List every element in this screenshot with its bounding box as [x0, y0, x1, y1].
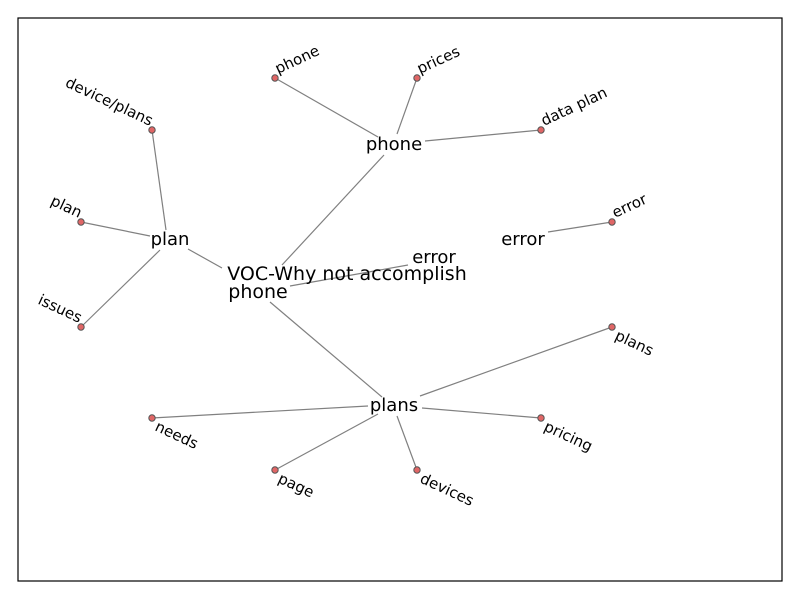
- edge-root-plans: [269, 301, 383, 398]
- edge-phone-phone: [274, 77, 379, 138]
- edge-root-error: [289, 264, 409, 287]
- leaf-label-devices: devices: [417, 469, 477, 510]
- leaf-node-plans: [608, 323, 616, 331]
- leaf-node-page: [271, 466, 279, 474]
- leaf-label-error: error: [609, 190, 650, 222]
- hub-label-error: error: [501, 229, 545, 250]
- hub-label-phone: phone: [366, 134, 422, 155]
- leaf-node-plan: [77, 218, 85, 226]
- leaf-nodes: [77, 74, 616, 474]
- leaf-label-page: page: [275, 469, 317, 501]
- edge-root-plan: [187, 248, 223, 269]
- leaf-node-devices: [413, 466, 421, 474]
- hub-label-plan: plan: [151, 229, 190, 250]
- edge-plans-pricing: [421, 407, 542, 419]
- leaf-label-prices: prices: [414, 42, 463, 77]
- leaf-label-needs: needs: [152, 417, 201, 453]
- leaf-node-error: [608, 218, 616, 226]
- hub-label-plans: plans: [370, 395, 418, 416]
- leaf-label-pricing: pricing: [541, 417, 595, 455]
- edge-error-error-leaf: [547, 221, 613, 233]
- frame-border: [17, 17, 783, 582]
- leaf-label-plans: plans: [612, 326, 656, 359]
- leaf-label-device-plans: device/plans: [63, 73, 156, 129]
- edge-plan-plan: [80, 221, 151, 237]
- leaf-node-needs: [148, 414, 156, 422]
- edges: [80, 77, 613, 471]
- edge-phone-prices: [396, 77, 418, 135]
- leaf-node-issues: [77, 323, 85, 331]
- edge-plans-plans: [419, 326, 613, 397]
- leaf-node-data-plan: [537, 126, 545, 134]
- root-label-line2: phone: [228, 281, 287, 303]
- edge-plan-issues: [80, 249, 161, 328]
- edge-phone-data-plan: [424, 129, 542, 142]
- leaf-node-prices: [413, 74, 421, 82]
- leaf-label-data-plan: data plan: [538, 83, 610, 129]
- leaf-label-plan: plan: [48, 192, 85, 222]
- edge-root-phone: [281, 154, 385, 266]
- leaf-node-device-plans: [148, 126, 156, 134]
- edge-plans-page: [274, 413, 379, 471]
- leaf-node-phone: [271, 74, 279, 82]
- leaf-label-issues: issues: [35, 291, 85, 327]
- leaf-node-pricing: [537, 414, 545, 422]
- root-label-line1: VOC-Why not accomplish: [227, 263, 466, 285]
- edge-plans-devices: [396, 415, 418, 471]
- edge-plan-device-plans: [151, 129, 167, 231]
- hub-label-error-connector: error: [412, 247, 456, 268]
- leaf-label-phone: phone: [272, 41, 322, 77]
- edge-plans-needs: [151, 405, 369, 419]
